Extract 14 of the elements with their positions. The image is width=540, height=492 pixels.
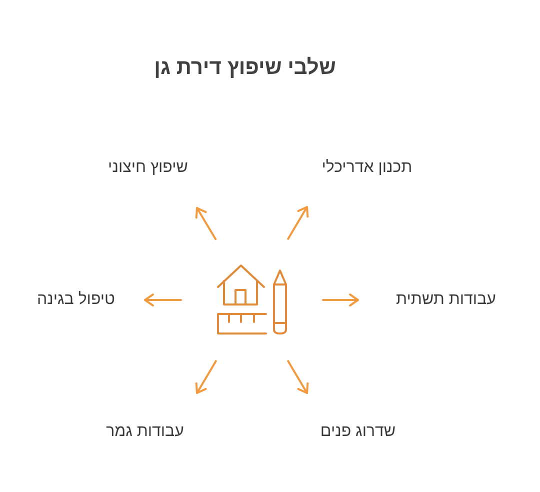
arrow	[322, 294, 359, 306]
diagram-title: שלבי שיפוץ דירת גן	[154, 56, 336, 80]
arrow	[287, 206, 309, 240]
step-label: תכנון אדריכלי	[322, 158, 412, 178]
arrow	[195, 360, 217, 394]
step-label: טיפול בגינה	[37, 290, 115, 310]
step-label: עבודות תשתית	[396, 290, 496, 310]
house-ruler-pencil-icon	[216, 264, 288, 336]
arrow	[195, 207, 217, 240]
step-label: עבודות גמר	[106, 422, 184, 442]
arrow	[144, 294, 182, 306]
step-label: שדרוג פנים	[320, 422, 396, 442]
arrow	[287, 360, 309, 394]
step-label: שיפוץ חיצוני	[108, 158, 188, 178]
